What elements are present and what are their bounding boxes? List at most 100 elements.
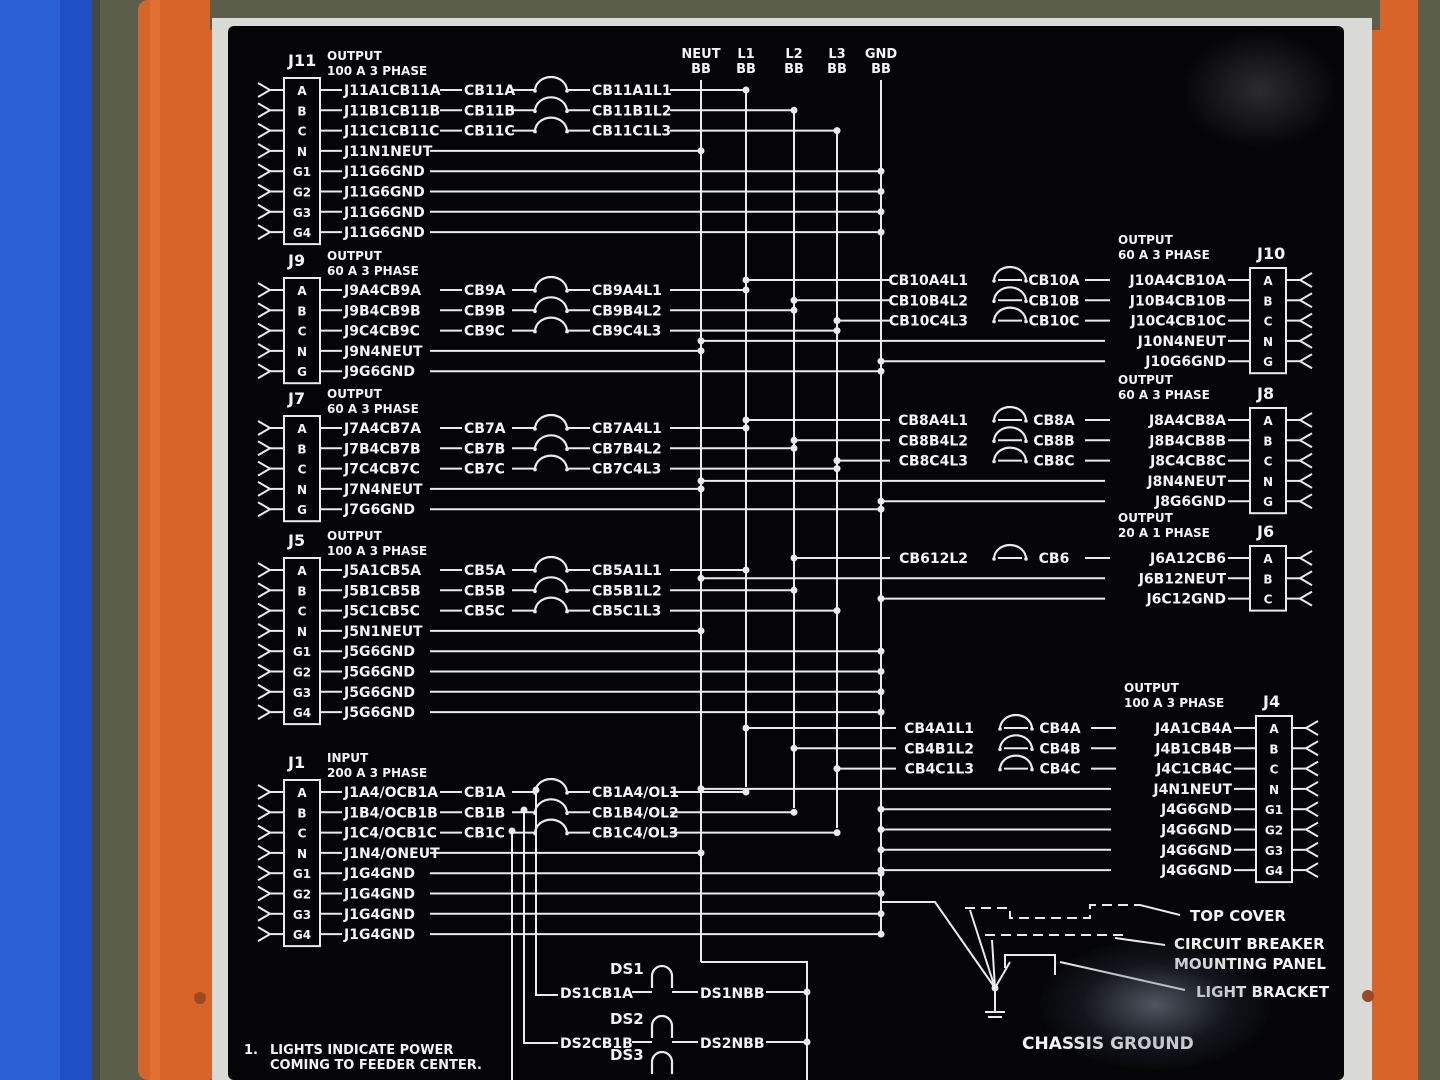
breaker-output-label: CB11A1L1 bbox=[592, 83, 672, 99]
wire-label: J11G6GND bbox=[343, 225, 425, 241]
wire-label: J1G4GND bbox=[343, 907, 415, 923]
pin-letter: A bbox=[297, 84, 307, 98]
pin-c-chevron bbox=[257, 460, 272, 477]
wire-label: J6C12GND bbox=[1145, 592, 1226, 608]
light-left-wire: DS2CB1B bbox=[560, 1036, 633, 1052]
pin-a-chevron bbox=[1298, 412, 1313, 428]
breaker-cb11c-term-l bbox=[533, 129, 537, 134]
busbar-junction bbox=[790, 306, 798, 314]
wire-label: J4A1CB4A bbox=[1154, 721, 1232, 737]
pin-letter: A bbox=[297, 786, 307, 800]
busbar-l2-bb: BB bbox=[784, 62, 804, 77]
breaker-label: CB5A bbox=[464, 563, 506, 579]
breaker-input-label: CB8A4L1 bbox=[898, 413, 968, 429]
breaker-cb1b-arc bbox=[533, 798, 569, 814]
busbar-l3-bb: BB bbox=[827, 62, 847, 77]
pin-n-chevron bbox=[1298, 333, 1313, 349]
breaker-cb8a-term-r bbox=[1024, 419, 1028, 423]
pin-letter: B bbox=[1263, 294, 1272, 308]
wire-label: J1B4/OCB1B bbox=[343, 805, 438, 821]
wire-label: J7N4NEUT bbox=[343, 482, 423, 498]
pin-letter: B bbox=[297, 442, 306, 456]
breaker-input-label: CB612L2 bbox=[899, 551, 968, 567]
light-right-wire: DS1NBB bbox=[700, 986, 765, 1002]
neutral-return bbox=[701, 961, 808, 1080]
pin-g-chevron bbox=[257, 501, 272, 518]
pin-letter: A bbox=[297, 284, 307, 298]
pin-letter: B bbox=[297, 104, 306, 118]
breaker-output-label: CB5A1L1 bbox=[592, 563, 662, 579]
breaker-cb10a-term-l bbox=[992, 279, 996, 283]
busbar-neut-bb: BB bbox=[691, 62, 711, 77]
busbar-junction bbox=[697, 849, 705, 857]
wire-label: J10C4CB10C bbox=[1130, 314, 1226, 330]
pin-g4-chevron bbox=[257, 224, 272, 240]
light-name: DS2 bbox=[610, 1010, 644, 1028]
wire-label: J11G6GND bbox=[343, 185, 425, 201]
breaker-cb7c-arc bbox=[533, 454, 569, 470]
pin-letter: C bbox=[298, 125, 307, 139]
busbar-junction bbox=[697, 147, 705, 155]
light-ds3: DS3 bbox=[610, 1046, 674, 1074]
cb-panel-leader bbox=[1114, 937, 1166, 946]
busbar-junction bbox=[833, 607, 841, 615]
light-bracket-leader bbox=[1059, 961, 1186, 991]
connector-rating: 60 A 3 PHASE bbox=[327, 264, 419, 278]
breaker-cb11b-term-l bbox=[533, 109, 537, 114]
pin-b-chevron bbox=[1298, 432, 1313, 449]
wire-label: J9N4NEUT bbox=[343, 344, 423, 360]
breaker-cb4c-term-r bbox=[1030, 767, 1034, 772]
breaker-label: CB7C bbox=[464, 462, 505, 478]
breaker-label: CB10C bbox=[1029, 314, 1080, 330]
cb-panel-label-2: MOUNTING PANEL bbox=[1174, 955, 1326, 973]
busbar-junction bbox=[790, 106, 798, 114]
breaker-cb5b-term-l bbox=[533, 589, 537, 594]
pin-b-chevron bbox=[257, 440, 272, 457]
breaker-cb8b-arc bbox=[992, 426, 1028, 442]
pin-letter: A bbox=[297, 422, 307, 436]
busbar-junction bbox=[697, 347, 705, 355]
breaker-input-label: CB10B4L2 bbox=[888, 293, 968, 309]
light-bracket-label: LIGHT BRACKET bbox=[1196, 983, 1330, 1001]
breaker-cb4b-arc bbox=[998, 734, 1034, 750]
pin-b-chevron bbox=[257, 804, 272, 821]
connector-title: OUTPUT bbox=[327, 387, 383, 401]
connector-id: J4 bbox=[1262, 692, 1280, 711]
breaker-output-label: CB9B4L2 bbox=[592, 303, 662, 319]
busbar-l1-bb: BB bbox=[736, 62, 756, 77]
breaker-input-label: CB4B1L2 bbox=[904, 741, 974, 757]
busbar-junction bbox=[742, 86, 750, 94]
pin-a-chevron bbox=[1304, 720, 1319, 736]
note-line-1: LIGHTS INDICATE POWER bbox=[270, 1043, 453, 1058]
busbar-junction bbox=[697, 627, 705, 635]
pin-letter: A bbox=[1263, 552, 1273, 566]
wire-label: J5G6GND bbox=[343, 705, 415, 721]
breaker-cb7a-arc bbox=[533, 413, 569, 430]
pin-letter: B bbox=[297, 304, 306, 318]
breaker-label: CB7B bbox=[464, 441, 505, 457]
wire-label: J11G6GND bbox=[343, 164, 425, 180]
busbar-junction bbox=[877, 826, 885, 833]
breaker-cb5b-arc bbox=[533, 576, 569, 592]
light-bracket-outline bbox=[1004, 954, 1056, 975]
wire-label: J10G6GND bbox=[1144, 354, 1226, 370]
busbar-junction bbox=[877, 890, 885, 897]
pin-g1-chevron bbox=[257, 163, 272, 180]
pin-n-chevron bbox=[257, 623, 272, 639]
pin-letter: G1 bbox=[1265, 803, 1283, 817]
pin-letter: A bbox=[297, 564, 307, 578]
breaker-cb11a-arc bbox=[533, 75, 569, 92]
wire-label: J10B4CB10B bbox=[1129, 293, 1226, 309]
breaker-cb10c-term-l bbox=[992, 319, 996, 324]
wire-label: J9A4CB9A bbox=[343, 283, 421, 299]
wire-label: J9C4CB9C bbox=[343, 324, 420, 340]
pin-letter: N bbox=[1263, 475, 1273, 489]
pin-n-chevron bbox=[257, 143, 272, 159]
pin-a-chevron bbox=[257, 562, 272, 578]
breaker-cb5a-term-l bbox=[533, 569, 537, 573]
breaker-cb8a-arc bbox=[992, 405, 1028, 422]
connector-title: OUTPUT bbox=[1124, 681, 1180, 695]
